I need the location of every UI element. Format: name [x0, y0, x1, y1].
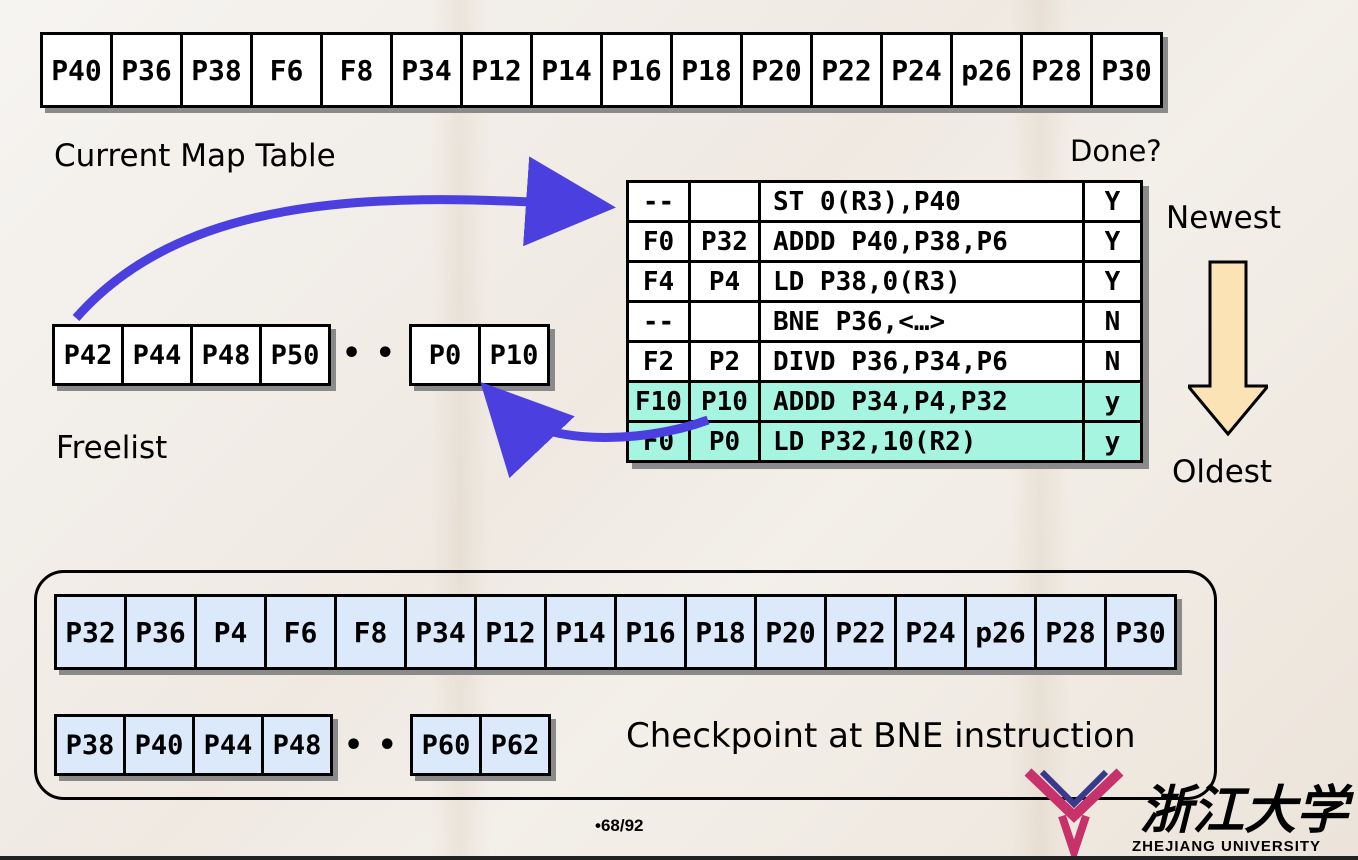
map-table-cell: P34 [390, 32, 463, 108]
freelist-cell: P42 [52, 324, 124, 386]
checkpoint-map-cell: P24 [894, 594, 967, 670]
rob-done-flag: N [1081, 300, 1143, 343]
checkpoint-map-cell: p26 [964, 594, 1037, 670]
rob-row: -- BNE P36,<…>N [626, 300, 1143, 343]
newest-label: Newest [1166, 200, 1281, 236]
map-table-cell: P22 [810, 32, 883, 108]
bottom-bar [0, 856, 1358, 860]
map-table-cell: P24 [880, 32, 953, 108]
checkpoint-freelist-cell: P38 [54, 714, 126, 776]
rob-arch-reg: F10 [626, 380, 691, 423]
map-table-cell: P40 [40, 32, 113, 108]
university-name-english: ZHEJIANG UNIVERSITY [1132, 838, 1322, 855]
checkpoint-freelist-cell: P40 [123, 714, 195, 776]
rob-arch-reg: F0 [626, 420, 691, 463]
rob-done-flag: N [1081, 340, 1143, 383]
freelist-cell: P48 [190, 324, 262, 386]
rob-done-flag: y [1081, 380, 1143, 423]
map-table-cell: P18 [670, 32, 743, 108]
checkpoint-map-cell: P32 [54, 594, 127, 670]
map-table-cell: P36 [110, 32, 183, 108]
rob-phys-reg [687, 300, 761, 343]
university-logo-icon [1024, 768, 1124, 856]
rob-phys-reg: P4 [687, 260, 761, 303]
rob-phys-reg [687, 180, 761, 223]
checkpoint-map-cell: P36 [124, 594, 197, 670]
checkpoint-map-cell: P30 [1104, 594, 1177, 670]
checkpoint-freelist-cell: P60 [410, 714, 482, 776]
map-table-cell: p26 [950, 32, 1023, 108]
checkpoint-map-cell: P18 [684, 594, 757, 670]
checkpoint-map-cell: P22 [824, 594, 897, 670]
checkpoint-map-cell: P14 [544, 594, 617, 670]
rob-phys-reg: P0 [687, 420, 761, 463]
rob-instruction: LD P38,0(R3) [757, 260, 1085, 303]
rob-done-flag: Y [1081, 180, 1143, 223]
page-number: •68/92 [595, 816, 644, 835]
rob-instruction: BNE P36,<…> [757, 300, 1085, 343]
checkpoint-map-cell: P34 [404, 594, 477, 670]
map-table-label: Current Map Table [54, 138, 336, 174]
rob-arch-reg: F4 [626, 260, 691, 303]
map-table-cell: P30 [1090, 32, 1163, 108]
rob-phys-reg: P10 [687, 380, 761, 423]
rob-done-flag: Y [1081, 260, 1143, 303]
rob-arch-reg: F0 [626, 220, 691, 263]
done-header: Done? [1070, 134, 1162, 168]
checkpoint-map-cell: P20 [754, 594, 827, 670]
checkpoint-map-cell: P28 [1034, 594, 1107, 670]
checkpoint-label: Checkpoint at BNE instruction [626, 716, 1136, 756]
rob-instruction: DIVD P36,P34,P6 [757, 340, 1085, 383]
freelist-to-rob-arrow [72, 156, 616, 321]
checkpoint-map-cell: F8 [334, 594, 407, 670]
down-arrow-icon [1188, 260, 1268, 437]
freelist-cell: P44 [121, 324, 193, 386]
freelist-cell: P50 [259, 324, 331, 386]
checkpoint-freelist-cell: P48 [261, 714, 333, 776]
oldest-label: Oldest [1172, 454, 1273, 490]
rob-done-flag: y [1081, 420, 1143, 463]
checkpoint-freelist-cell: P44 [192, 714, 264, 776]
map-table-cell: F6 [250, 32, 323, 108]
checkpoint-map-cell: P12 [474, 594, 547, 670]
freelist-cell: P10 [478, 324, 550, 386]
checkpoint-container [34, 570, 1217, 800]
checkpoint-map-cell: P4 [194, 594, 267, 670]
rob-arch-reg: -- [626, 180, 691, 223]
university-name-chinese: 浙江大学 [1140, 780, 1349, 841]
rob-instruction: LD P32,10(R2) [757, 420, 1085, 463]
rob-phys-reg: P2 [687, 340, 761, 383]
map-table-cell: P14 [530, 32, 603, 108]
checkpoint-map-cell: F6 [264, 594, 337, 670]
rob-done-flag: Y [1081, 220, 1143, 263]
rob-arch-reg: -- [626, 300, 691, 343]
rob-phys-reg: P32 [687, 220, 761, 263]
freelist-label: Freelist [56, 430, 168, 466]
checkpoint-map-cell: P16 [614, 594, 687, 670]
rob-instruction: ST 0(R3),P40 [757, 180, 1085, 223]
checkpoint-freelist-cell: P62 [479, 714, 551, 776]
rob-instruction: ADDD P34,P4,P32 [757, 380, 1085, 423]
rob-instruction: ADDD P40,P38,P6 [757, 220, 1085, 263]
map-table-cell: P38 [180, 32, 253, 108]
rob-to-freelist-arrow [480, 381, 710, 479]
rob-arch-reg: F2 [626, 340, 691, 383]
